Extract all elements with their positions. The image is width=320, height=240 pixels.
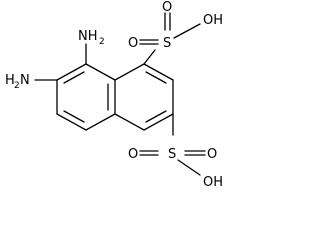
s-oh-bond bbox=[177, 159, 201, 176]
bond bbox=[85, 63, 116, 81]
atom-labels: NH 2 H 2 N S O O OH S O O OH bbox=[5, 0, 223, 190]
substituent-bonds bbox=[34, 12, 206, 176]
amine-left-subscript: 2 bbox=[14, 81, 20, 91]
double-bond bbox=[63, 110, 85, 123]
sulfur-top-label: S bbox=[163, 36, 171, 51]
oxygen-top-label: O bbox=[162, 0, 172, 15]
amine-top-subscript: 2 bbox=[99, 37, 105, 47]
bond bbox=[56, 113, 87, 131]
oxygen-left-top-label: O bbox=[128, 36, 138, 51]
sulfur-bottom-label: S bbox=[168, 147, 176, 162]
structure-diagram: NH 2 H 2 N S O O OH S O O OH bbox=[5, 0, 223, 190]
bond bbox=[85, 113, 116, 131]
s-oh-bond bbox=[173, 23, 201, 39]
double-bond bbox=[63, 71, 85, 84]
sulfonyl-bond-top bbox=[143, 49, 156, 65]
oxygen-left-bottom-label: O bbox=[128, 147, 138, 162]
hydroxyl-bottom-label: OH bbox=[203, 175, 223, 190]
double-bonds bbox=[63, 71, 167, 123]
bond bbox=[143, 113, 174, 131]
molecule-drawing: NH 2 H 2 N S O O OH S O O OH bbox=[5, 0, 223, 190]
double-bond bbox=[145, 110, 167, 123]
ring-bonds bbox=[56, 63, 174, 131]
amine-left-h-label: H bbox=[5, 73, 15, 88]
oxygen-right-bottom-label: O bbox=[207, 147, 217, 162]
bond bbox=[56, 63, 87, 81]
amine-left-n-label: N bbox=[20, 73, 30, 88]
double-bond bbox=[145, 71, 167, 84]
amine-top-label: NH bbox=[78, 29, 98, 44]
hydroxyl-top-label: OH bbox=[203, 13, 223, 28]
bond bbox=[114, 63, 145, 81]
bond bbox=[143, 63, 174, 81]
bond bbox=[114, 113, 145, 131]
